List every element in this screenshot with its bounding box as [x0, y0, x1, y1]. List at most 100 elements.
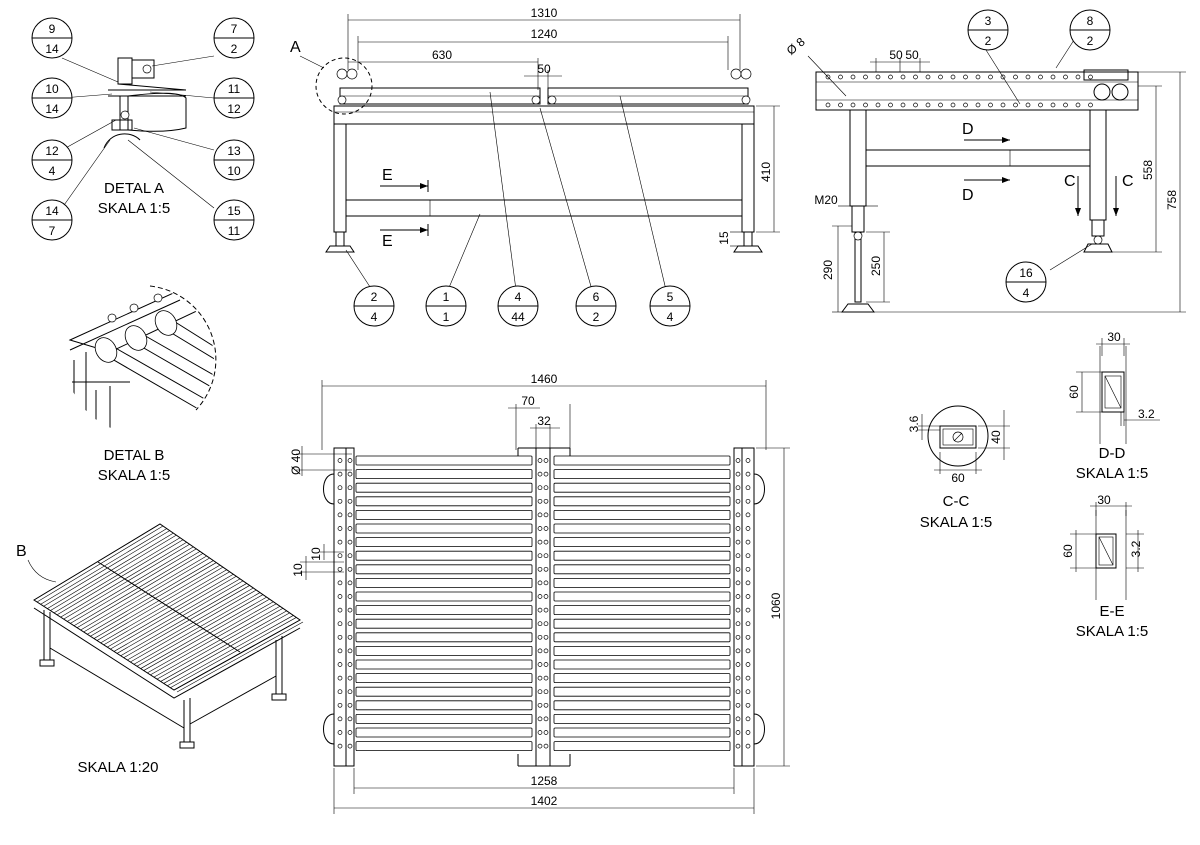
plan-roller-bolt [735, 512, 741, 518]
dim-1460: 1460 [531, 372, 558, 386]
plan-roller-bolt [745, 634, 751, 640]
side-hole [938, 102, 943, 108]
plan-roller-bolt [735, 553, 741, 559]
plan-roller-bolt [337, 498, 343, 504]
plan-roller-bolt [537, 716, 543, 722]
plan-roller [355, 564, 533, 575]
plan-roller-bolt [543, 458, 549, 463]
side-hole-row [825, 74, 1093, 108]
side-hole [838, 102, 843, 108]
side-hole [1025, 74, 1031, 80]
side-hole [863, 102, 868, 108]
plan-roller-bolt [337, 716, 343, 722]
marker-a: A [290, 39, 301, 56]
front-foot-left [325, 245, 355, 253]
plan-roller-bolt [543, 675, 549, 681]
plan-roller [553, 482, 731, 493]
plan-roller [553, 509, 731, 520]
dim-ee-30: 30 [1097, 493, 1111, 507]
plan-roller-bolt [543, 648, 549, 654]
plan-roller-bolt [543, 689, 549, 695]
iso-roller-set [33, 523, 304, 693]
iso-roller [160, 610, 287, 682]
plan-roller-bolt [537, 512, 543, 518]
plan-roller-bolt [347, 634, 353, 640]
plan-roller [355, 700, 533, 711]
detail-a-view: 9 14 7 2 10 14 11 12 12 4 [31, 17, 255, 241]
plan-roller-bolt [347, 512, 353, 518]
plan-roller-bolt [543, 702, 549, 708]
section-cc-foot [927, 405, 989, 467]
detail-a-callout [315, 57, 373, 115]
plan-roller-bolt [745, 471, 751, 477]
plan-roller-bolt [537, 471, 543, 477]
plan-roller-bolt [735, 485, 741, 491]
plan-roller [553, 537, 731, 547]
plan-roller-bolt [537, 553, 543, 559]
plan-roller-bolt [537, 566, 543, 572]
side-hole [888, 74, 893, 80]
plan-roller-bolt [735, 580, 741, 586]
side-foot-right [1083, 243, 1113, 253]
svg-text:5: 5 [667, 290, 674, 304]
iso-roller [113, 578, 241, 652]
svg-text:12: 12 [45, 144, 59, 158]
dim-hole-8: Ø 8 [784, 34, 808, 57]
iso-scale: SKALA 1:20 [78, 759, 159, 776]
dim-1258: 1258 [531, 774, 558, 788]
plan-roller-bolt [543, 716, 549, 722]
plan-roller-bolt [347, 621, 353, 627]
dim-630: 630 [432, 48, 452, 62]
svg-text:2: 2 [593, 310, 600, 324]
section-dd-tube [1101, 371, 1125, 413]
plan-roller [553, 455, 731, 466]
plan-roller-bolt [543, 730, 549, 735]
section-cc-title: C-C [943, 493, 970, 510]
side-hole [1063, 74, 1068, 80]
iso-roller-edge [76, 553, 204, 628]
plan-roller-bolt [537, 621, 543, 627]
plan-roller [553, 646, 731, 656]
plan-roller [553, 727, 731, 738]
side-hole [975, 74, 981, 80]
plan-roller [355, 537, 533, 547]
plan-roller-bolt [735, 730, 741, 735]
iso-roller [60, 542, 187, 618]
iso-roller [140, 596, 267, 669]
iso-roller-edge [130, 589, 257, 663]
detail-b-title: DETAL B [104, 447, 165, 464]
side-hole [950, 74, 956, 80]
plan-roller-bolt [347, 689, 353, 695]
plan-roller-bolt [745, 594, 751, 599]
iso-roller [93, 564, 221, 639]
detail-a-scale: SKALA 1:5 [98, 200, 171, 217]
plan-roller-bolt [735, 594, 741, 599]
plan-roller-bolt [347, 539, 353, 545]
plan-roller-bolt [347, 716, 353, 722]
plan-roller-bolt [745, 675, 751, 681]
svg-text:2: 2 [231, 42, 238, 56]
plan-roller-bolt [543, 607, 549, 613]
svg-text:11: 11 [228, 224, 241, 238]
dim-pitch-a: 50 [889, 48, 903, 62]
svg-text:44: 44 [511, 310, 525, 324]
plan-roller-bolt [347, 743, 353, 749]
plan-roller-bolt [337, 662, 343, 667]
plan-roller [553, 578, 731, 588]
side-hole [875, 102, 881, 108]
balloon-10-14: 10 14 [31, 77, 73, 119]
balloon-11-12: 11 12 [213, 77, 255, 119]
iso-roller-edge [90, 562, 217, 637]
plan-roller [553, 469, 731, 480]
iso-roller [153, 606, 281, 678]
side-hole [838, 74, 843, 80]
iso-roller-edge [96, 566, 224, 641]
svg-text:12: 12 [227, 102, 241, 116]
side-leg-left [849, 109, 867, 207]
plan-roller-bolt [745, 702, 751, 708]
plan-roller [355, 686, 533, 697]
balloon-7-2: 7 2 [213, 17, 255, 59]
plan-roller [355, 714, 533, 724]
plan-roller-bolt [543, 526, 549, 531]
dim-70: 70 [521, 394, 535, 408]
